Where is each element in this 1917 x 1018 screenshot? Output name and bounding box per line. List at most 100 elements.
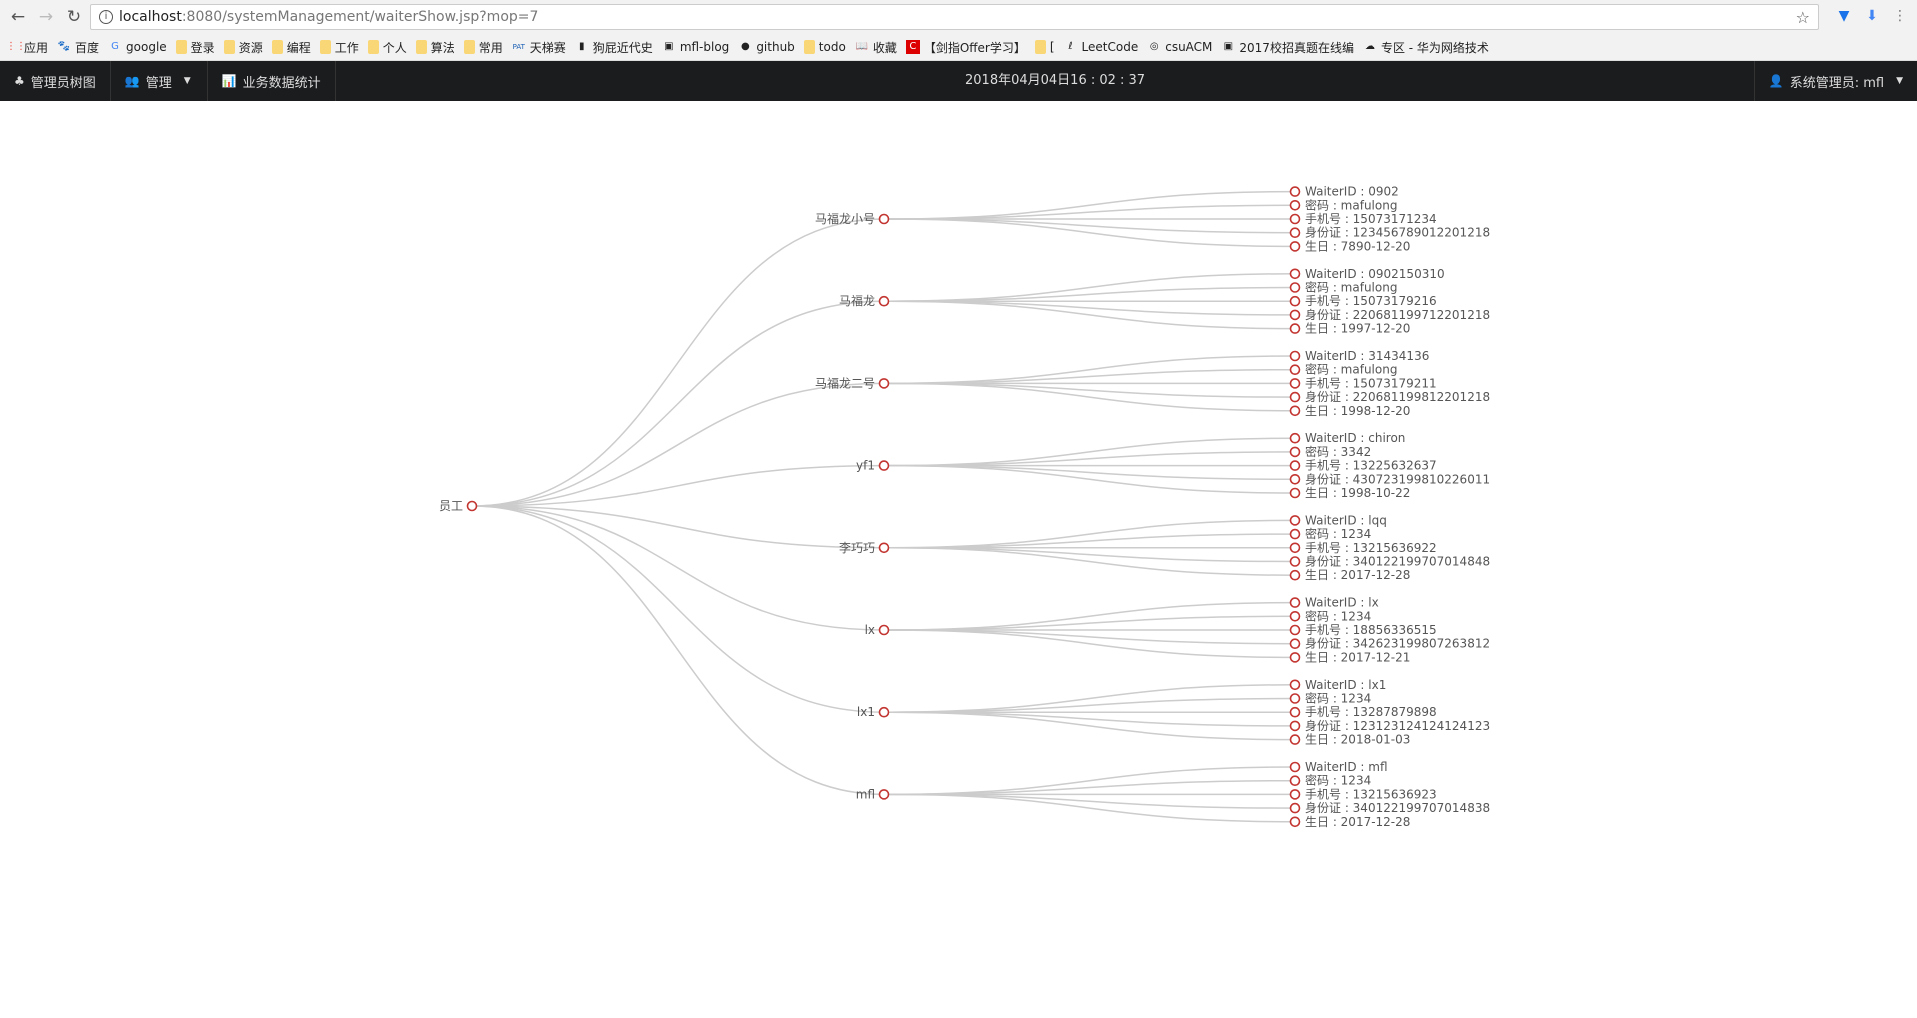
bookmark-item[interactable]: 📖收藏: [855, 39, 897, 56]
user-dropdown[interactable]: 👤系统管理员: mfl▼: [1753, 61, 1917, 101]
employee-node[interactable]: [878, 295, 890, 307]
attribute-node[interactable]: [1289, 515, 1301, 526]
node-label: 手机号 : 15073171234: [1305, 212, 1437, 226]
root-node[interactable]: [466, 500, 478, 512]
attribute-node[interactable]: [1289, 282, 1301, 293]
attribute-node[interactable]: [1289, 789, 1301, 800]
bookmark-item[interactable]: ▣mfl-blog: [662, 40, 729, 54]
attribute-node[interactable]: [1289, 487, 1301, 499]
folder-icon: [271, 40, 283, 54]
bookmark-item[interactable]: C【剑指Offer学习】: [905, 39, 1026, 56]
node-label: 手机号 : 15073179216: [1305, 294, 1437, 308]
attribute-node[interactable]: [1289, 460, 1301, 471]
attribute-node[interactable]: [1289, 569, 1301, 581]
bookmark-item[interactable]: 常用: [463, 39, 503, 56]
attribute-node[interactable]: [1289, 213, 1301, 225]
attribute-node[interactable]: [1289, 364, 1301, 376]
bookmark-item[interactable]: ◎csuACM: [1147, 40, 1213, 54]
bookmark-item[interactable]: 登录: [175, 39, 215, 56]
employee-node[interactable]: [878, 542, 890, 554]
attribute-node[interactable]: [1289, 405, 1301, 417]
menu-icon[interactable]: ⋮: [1893, 8, 1907, 24]
bookmark-item[interactable]: ▮狗屁近代史: [575, 39, 653, 56]
bookmark-label: todo: [818, 40, 846, 54]
bookmark-icon: ◎: [1149, 41, 1159, 52]
attribute-node[interactable]: [1289, 309, 1301, 321]
attribute-node[interactable]: [1289, 295, 1301, 307]
attribute-node[interactable]: [1289, 734, 1301, 745]
folder-icon: [1034, 40, 1046, 54]
attribute-node[interactable]: [1289, 446, 1301, 458]
attribute-node[interactable]: [1289, 816, 1301, 828]
bookmark-item[interactable]: 🐾百度: [57, 39, 99, 56]
forward-icon[interactable]: →: [38, 7, 54, 27]
attribute-node[interactable]: [1289, 802, 1301, 814]
attribute-node[interactable]: [1289, 542, 1301, 554]
node-label: 身份证 : 340122199707014848: [1305, 554, 1490, 569]
bookmark-item[interactable]: 个人: [367, 39, 407, 56]
address-bar[interactable]: i localhost :8080/systemManagement/waite…: [90, 4, 1819, 30]
nav-tree[interactable]: ♣管理员树图: [0, 61, 111, 101]
node-label: 密码 : 1234: [1305, 608, 1371, 623]
extension-icon[interactable]: ▼: [1838, 8, 1850, 24]
nav-manage-dropdown[interactable]: 👥管理▼: [111, 61, 208, 101]
attribute-node[interactable]: [1289, 597, 1301, 608]
bookmark-item[interactable]: [: [1034, 40, 1055, 54]
attribute-node[interactable]: [1289, 350, 1301, 362]
attribute-node[interactable]: [1289, 638, 1301, 650]
attribute-node[interactable]: [1289, 528, 1301, 540]
extension-download-icon[interactable]: ⬇: [1866, 8, 1878, 24]
employee-node[interactable]: [878, 460, 890, 471]
attribute-node[interactable]: [1289, 241, 1301, 252]
attribute-node[interactable]: [1289, 556, 1301, 567]
attribute-node[interactable]: [1289, 432, 1301, 444]
employee-node[interactable]: [878, 378, 890, 389]
bookmark-item[interactable]: 编程: [271, 39, 311, 56]
attribute-node[interactable]: [1289, 706, 1301, 718]
attribute-node[interactable]: [1289, 186, 1301, 197]
attribute-node[interactable]: [1289, 391, 1301, 403]
bookmark-item[interactable]: todo: [803, 40, 846, 54]
nav-stats[interactable]: 📊业务数据统计: [208, 61, 336, 101]
employee-node[interactable]: [878, 706, 890, 718]
info-icon[interactable]: i: [99, 10, 113, 24]
attribute-node[interactable]: [1289, 679, 1301, 691]
tree-link: [883, 711, 1296, 741]
node-label: mfl: [856, 787, 875, 801]
tree-link: [883, 779, 1296, 796]
bookmark-item[interactable]: ▣2017校招真题在线编: [1221, 39, 1354, 56]
tree-link: [883, 793, 1296, 823]
browser-chrome: ← → ↻ i localhost :8080/systemManagement…: [0, 0, 1917, 61]
attribute-node[interactable]: [1289, 378, 1301, 389]
attribute-node[interactable]: [1289, 610, 1301, 622]
employee-node[interactable]: [878, 624, 890, 636]
attribute-node[interactable]: [1289, 720, 1301, 732]
bookmark-star-icon[interactable]: ☆: [1795, 7, 1810, 27]
bookmark-item[interactable]: 资源: [223, 39, 263, 56]
employee-node[interactable]: [878, 213, 890, 225]
attribute-node[interactable]: [1289, 227, 1301, 238]
attribute-node[interactable]: [1289, 200, 1301, 211]
attribute-node[interactable]: [1289, 761, 1301, 773]
bookmark-item[interactable]: ⋮⋮应用: [6, 39, 48, 56]
employee-node[interactable]: [878, 789, 890, 800]
reload-icon[interactable]: ↻: [66, 7, 82, 27]
attribute-node[interactable]: [1289, 693, 1301, 704]
attribute-node[interactable]: [1289, 473, 1301, 485]
attribute-node[interactable]: [1289, 624, 1301, 636]
browser-toolbar: ← → ↻ i localhost :8080/systemManagement…: [0, 0, 1917, 34]
bookmark-item[interactable]: ☁专区 - 华为网络技术: [1363, 39, 1489, 56]
url-path: :8080/systemManagement/waiterShow.jsp?mo…: [181, 9, 539, 25]
attribute-node[interactable]: [1289, 775, 1301, 787]
bookmark-item[interactable]: 工作: [319, 39, 359, 56]
back-icon[interactable]: ←: [10, 7, 26, 27]
folder-icon: [175, 40, 187, 54]
attribute-node[interactable]: [1289, 323, 1301, 334]
bookmark-item[interactable]: ●github: [738, 40, 795, 54]
attribute-node[interactable]: [1289, 652, 1301, 663]
bookmark-item[interactable]: 算法: [415, 39, 455, 56]
attribute-node[interactable]: [1289, 268, 1301, 280]
